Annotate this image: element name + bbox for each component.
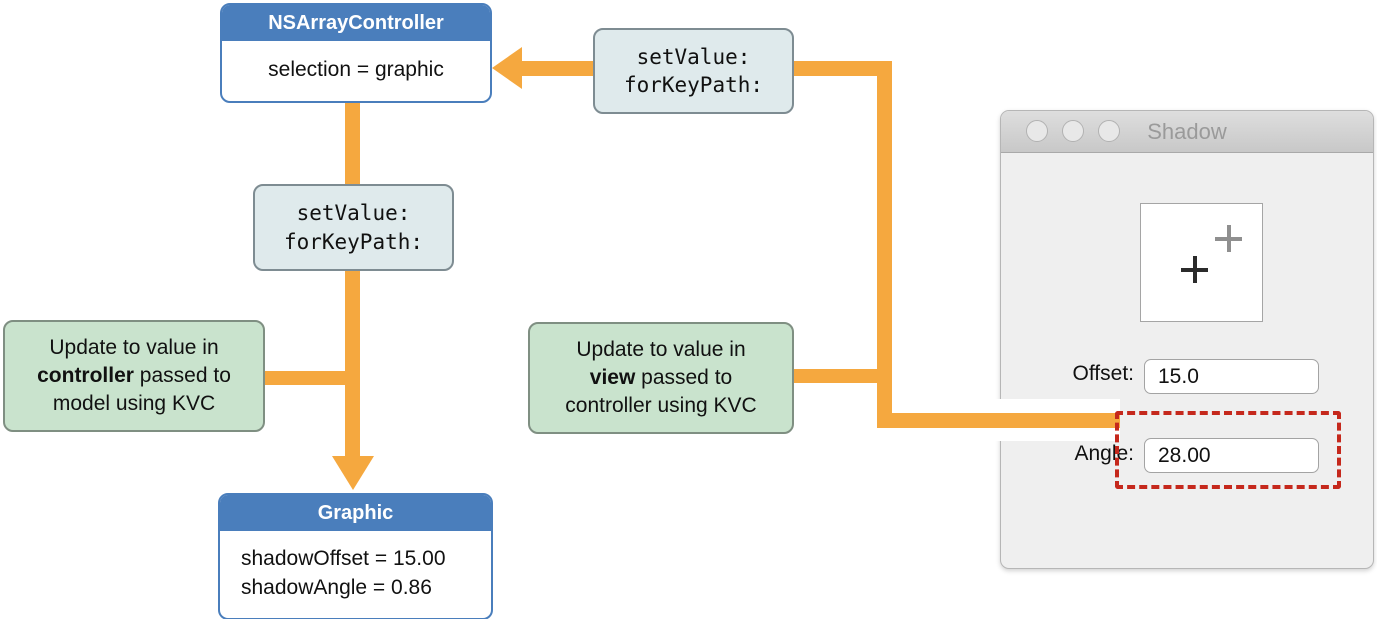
shadowangle-line: shadowAngle = 0.86 [241,576,432,599]
nsarraycontroller-box: NSArrayController selection = graphic [220,3,492,103]
window-titlebar[interactable]: Shadow [1001,111,1373,153]
zoom-button[interactable] [1098,120,1120,142]
note-line3: controller using KVC [565,393,757,417]
note-line2: controller passed to [37,362,231,390]
controller-to-model-arrowhead-icon [332,456,374,490]
note-controller-box: Update to value in controller passed to … [3,320,265,432]
angle-input[interactable] [1144,438,1319,473]
note-line2-rest: passed to [635,366,733,390]
window-title: Shadow [1147,119,1227,144]
view-to-controller-bottom-line [877,413,1120,428]
view-to-controller-vertical-line [877,61,892,428]
note-line3: model using KVC [52,391,216,415]
note-bold-word: view [589,366,636,390]
note-line1: Update to value in [49,336,219,360]
shadow-offset-canvas[interactable] [1140,203,1263,322]
note-line1: Update to value in [576,338,746,362]
offset-label: Offset: [1072,362,1134,385]
setvalue-forkeypath-box-top: setValue: forKeyPath: [593,28,794,114]
angle-highlight-rect [1115,411,1341,489]
close-button[interactable] [1026,120,1048,142]
note-line2-rest: passed to [133,364,231,388]
note-bold-word: controller [37,364,134,388]
graphic-box: Graphic shadowOffset = 15.00 shadowAngle… [218,493,493,619]
note-view-box: Update to value in view passed to contro… [528,322,794,434]
minimize-button[interactable] [1062,120,1084,142]
setvalue-line: setValue: [296,201,411,226]
note-view-connector-line [788,369,890,383]
shadow-window: Shadow Offset: Angle: [1000,110,1374,569]
shadowoffset-line: shadowOffset = 15.00 [241,546,446,570]
forkeypath-line: forKeyPath: [623,73,764,97]
shadow-crosshair-icon[interactable] [1215,225,1242,252]
view-to-controller-arrowhead-icon [492,47,522,89]
angle-label: Angle: [1074,442,1134,465]
nsarraycontroller-box-body: selection = graphic [268,58,444,81]
forkeypath-line: forKeyPath: [283,229,424,254]
note-line2: view passed to [590,364,732,392]
offset-input[interactable] [1144,359,1319,394]
origin-crosshair-icon[interactable] [1181,256,1208,283]
nsarraycontroller-box-title: NSArrayController [222,5,490,41]
setvalue-forkeypath-box-mid: setValue: forKeyPath: [253,184,454,271]
note-controller-connector-line [258,371,352,385]
setvalue-line: setValue: [636,44,751,69]
graphic-box-title: Graphic [220,495,491,531]
controller-to-model-arrow-line [345,98,360,458]
